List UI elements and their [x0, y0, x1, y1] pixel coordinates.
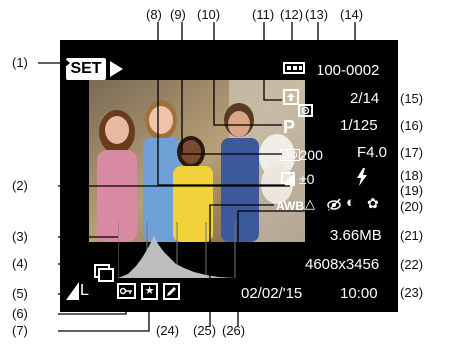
callout-7: (7) [12, 323, 28, 338]
exposure-comp-icon [281, 172, 295, 186]
exposure-comp-value: ±0 [299, 171, 315, 187]
star-icon: ★ [141, 283, 158, 300]
callout-13: (13) [305, 7, 329, 22]
callout-8: (8) [146, 7, 162, 22]
wb-correction-icon: △ [305, 196, 315, 211]
macro-icon: ✿ [367, 195, 379, 211]
callout-16: (16) [400, 118, 424, 133]
callout-23: (23) [400, 285, 424, 300]
resolution: 4608x3456 [305, 256, 380, 273]
callout-2: (2) [12, 178, 28, 193]
drive-icon [94, 264, 114, 282]
callout-3: (3) [12, 229, 28, 244]
edit-icon [163, 283, 180, 300]
capture-date: 02/02/'15 [241, 285, 303, 302]
red-eye-icon [327, 198, 341, 212]
image-count: 2/14 [350, 90, 380, 107]
play-icon [110, 61, 123, 77]
callout-20: (20) [400, 199, 424, 214]
callout-1: (1) [12, 55, 28, 70]
photo-thumbnail [89, 80, 305, 242]
callout-24: (24) [156, 323, 180, 338]
callout-26: (26) [222, 323, 246, 338]
callout-5: (5) [12, 286, 28, 301]
callout-19: (19) [400, 183, 424, 198]
set-badge: SET [66, 58, 106, 80]
quality-icon [66, 282, 79, 305]
aperture: F4.0 [357, 144, 388, 161]
callout-11: (11) [252, 7, 275, 22]
callout-18: (18) [400, 168, 424, 183]
metering-icon [298, 104, 313, 117]
lock-icon [117, 283, 136, 299]
callout-22: (22) [400, 257, 424, 272]
histogram [118, 222, 236, 278]
capture-time: 10:00 [340, 285, 378, 302]
callout-14: (14) [340, 7, 364, 22]
i-contrast-icon: ◐ [346, 194, 356, 211]
callout-17: (17) [400, 145, 424, 160]
callout-15: (15) [400, 91, 424, 106]
shooting-mode: P [283, 117, 296, 137]
callout-25: (25) [193, 323, 217, 338]
folder-file-number: 100-0002 [316, 62, 380, 79]
callout-12: (12) [280, 7, 304, 22]
callout-4: (4) [12, 256, 28, 271]
flash-icon [357, 168, 367, 186]
battery-icon [283, 62, 305, 74]
white-balance: AWB [276, 199, 304, 213]
file-size: 3.66MB [330, 227, 382, 244]
callout-21: (21) [400, 228, 424, 243]
callout-9: (9) [170, 7, 186, 22]
image-size: L [80, 282, 89, 299]
shutter-speed: 1/125 [340, 117, 378, 134]
callout-6: (6) [12, 306, 28, 321]
upload-icon [283, 89, 299, 105]
callout-10: (10) [197, 7, 221, 22]
